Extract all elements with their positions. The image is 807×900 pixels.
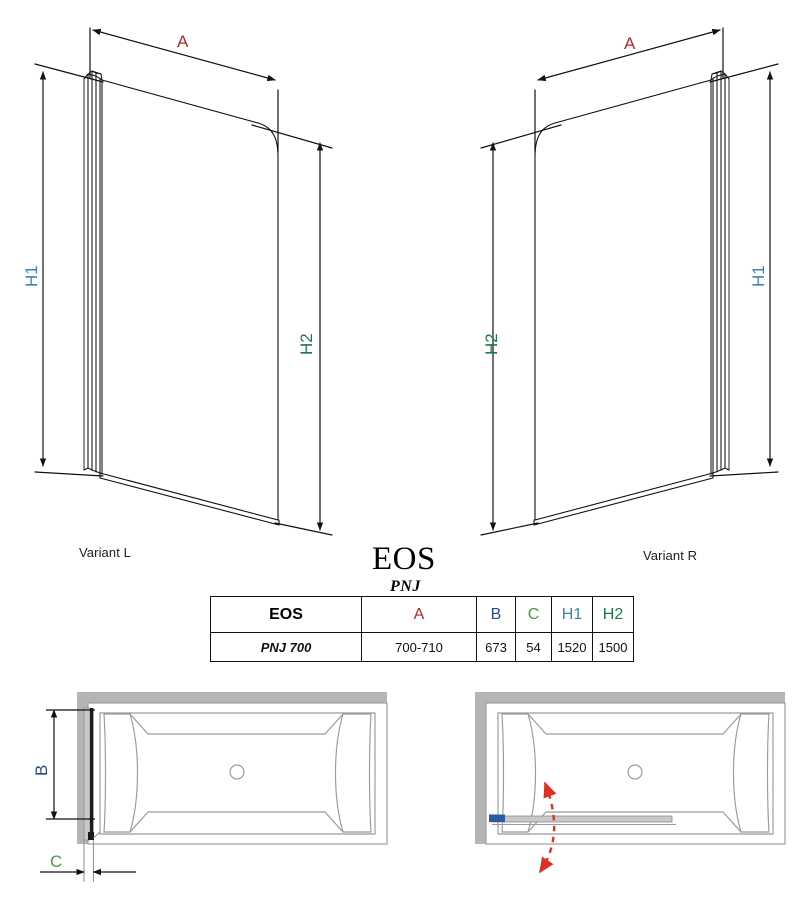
spec-header-model: EOS (210, 596, 362, 633)
right-dim-a (534, 27, 724, 153)
spec-header-h1: H1 (551, 596, 593, 633)
left-plan-dim-b-label: B (32, 764, 51, 776)
spec-cell-a: 700-710 (361, 632, 477, 662)
right-elevation-view (480, 27, 779, 536)
left-plan-wall (77, 692, 387, 844)
left-dim-h2 (251, 124, 333, 536)
left-plan-view (40, 692, 388, 882)
right-plan-view (475, 692, 786, 874)
page-subtitle: PNJ (390, 578, 421, 595)
table-row: PNJ 700 700-710 673 54 1520 1500 (210, 632, 634, 662)
left-elevation-view (34, 27, 333, 536)
right-dim-a-label: A (624, 34, 636, 53)
hinge-marker (489, 814, 505, 822)
spec-header-a: A (361, 596, 477, 633)
spec-header-b: B (476, 596, 516, 633)
right-hinge-profile (710, 70, 730, 475)
left-glass-panel (99, 79, 280, 526)
left-dim-h1-label: H1 (22, 265, 41, 287)
right-dim-h2-label: H2 (482, 333, 501, 355)
right-dim-h1 (709, 63, 779, 477)
right-plan-swing-arc (539, 781, 557, 874)
left-dim-h1 (34, 63, 104, 477)
spec-cell-c: 54 (515, 632, 552, 662)
variant-r-label: Variant R (643, 548, 698, 563)
right-glass-panel (533, 79, 714, 526)
right-plan-door-open (489, 814, 676, 825)
right-dim-h1-label: H1 (749, 265, 768, 287)
spec-cell-h2: 1500 (592, 632, 634, 662)
right-plan-wall (475, 692, 785, 844)
left-hinge-profile (83, 70, 103, 475)
left-plan-bathtub (87, 702, 388, 845)
left-plan-dim-c-label: C (50, 852, 63, 871)
variant-l-label: Variant L (79, 545, 131, 560)
spec-cell-b: 673 (476, 632, 516, 662)
spec-header-c: C (515, 596, 552, 633)
left-plan-dim-b (46, 709, 95, 820)
left-dim-a-label: A (177, 32, 189, 51)
spec-cell-model: PNJ 700 (210, 632, 362, 662)
page-title: EOS (372, 541, 436, 577)
spec-header-h2: H2 (592, 596, 634, 633)
left-dim-h2-label: H2 (297, 333, 316, 355)
right-plan-bathtub (485, 702, 786, 845)
spec-table: EOS A B C H1 H2 PNJ 700 700-710 673 54 1… (210, 596, 634, 662)
spec-table-header-row: EOS A B C H1 H2 (210, 596, 634, 633)
right-dim-h2 (480, 124, 562, 536)
left-dim-a (89, 27, 279, 153)
left-plan-door-closed (83, 707, 94, 841)
spec-cell-h1: 1520 (551, 632, 593, 662)
